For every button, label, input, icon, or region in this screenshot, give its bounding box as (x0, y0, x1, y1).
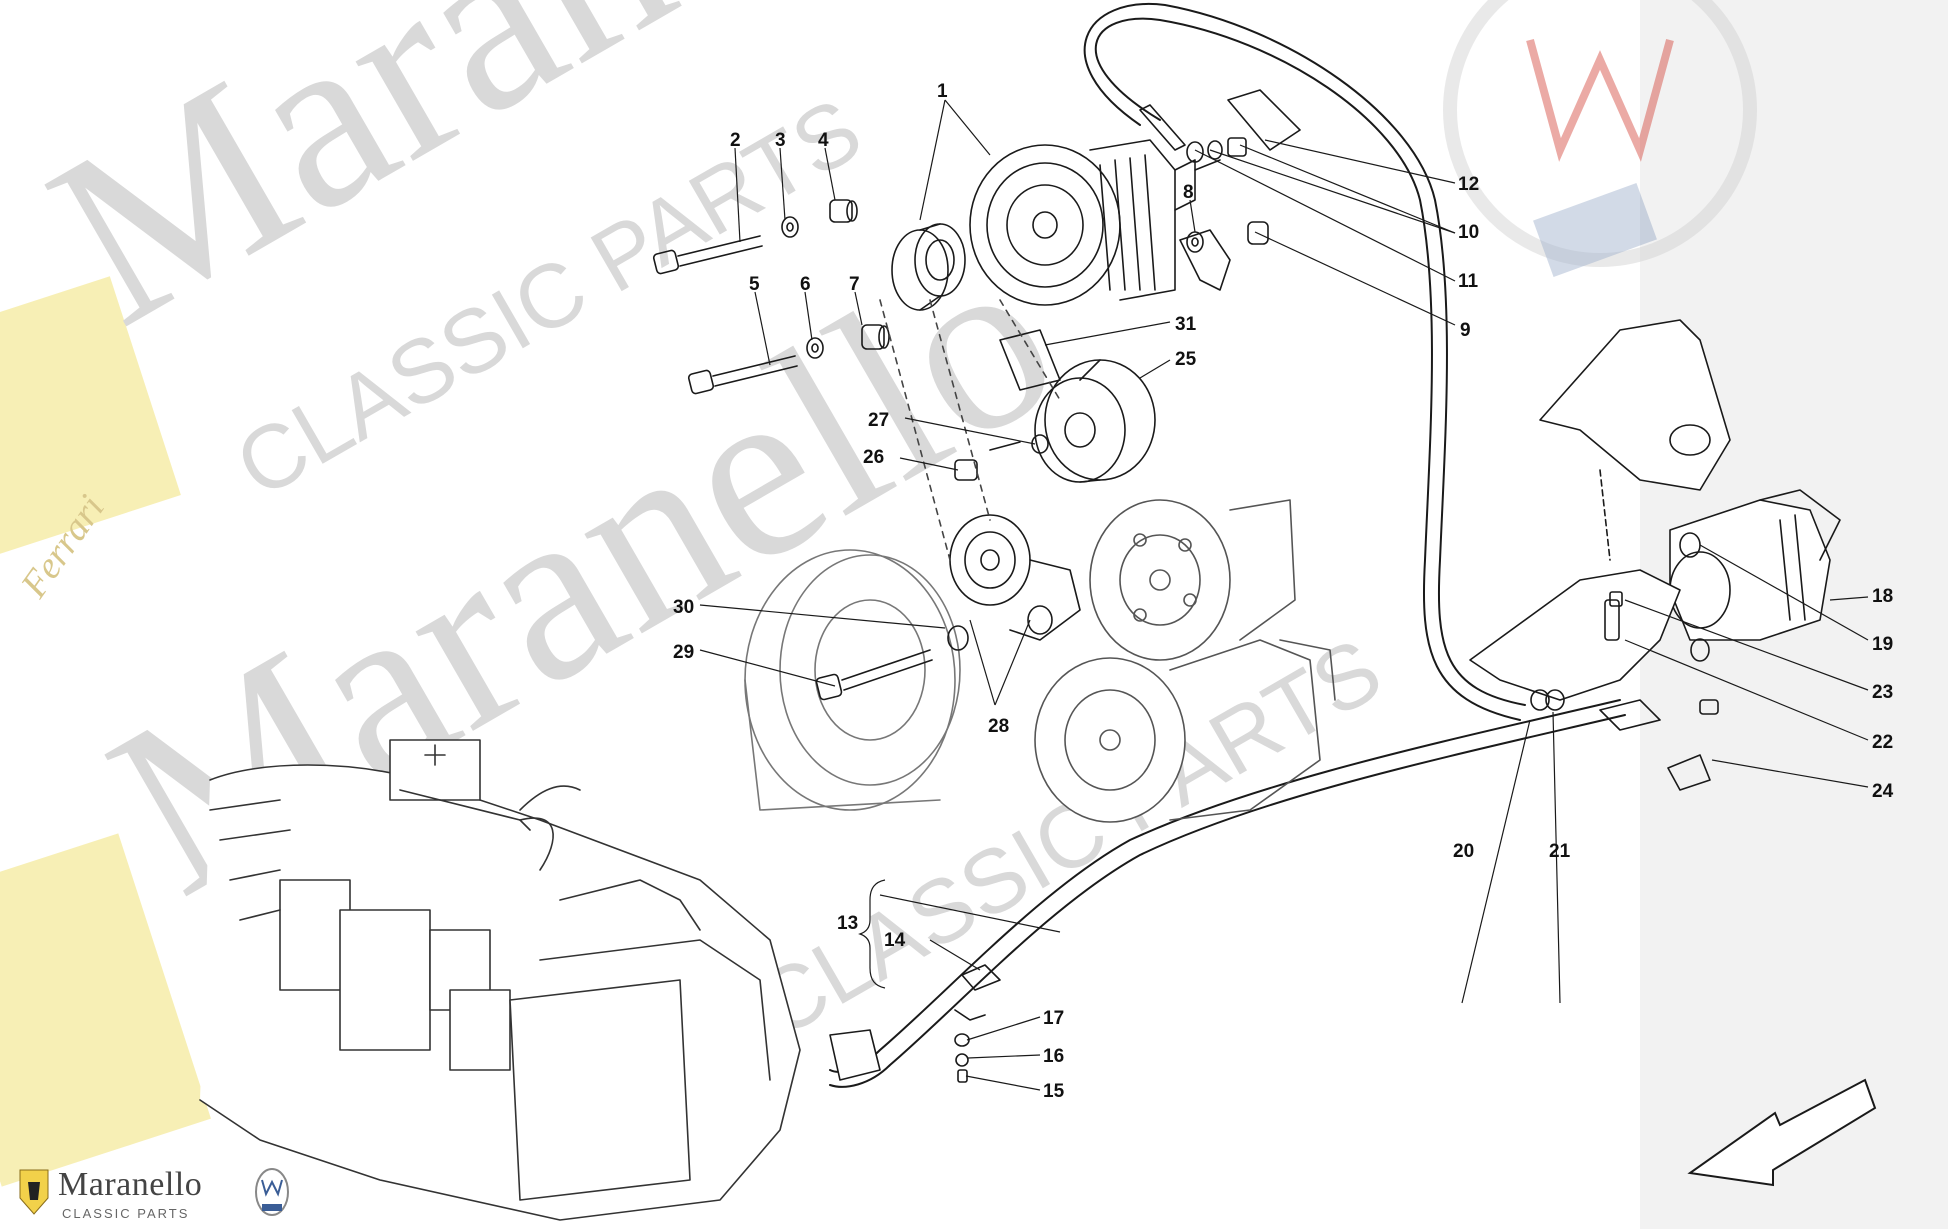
battery-cable-lower (829, 699, 1621, 1073)
callout-19: 19 (1872, 634, 1893, 655)
small-bolt (989, 441, 1021, 451)
callout-18: 18 (1872, 586, 1893, 607)
watermark-trident-logo (1443, 0, 1757, 278)
crankshaft-pulley (744, 549, 961, 811)
starter-motor (1669, 489, 1841, 641)
trident-badge-icon (255, 1168, 289, 1216)
callout-2: 2 (730, 130, 741, 151)
callout-3: 3 (775, 130, 786, 151)
callout-29: 29 (673, 642, 694, 663)
callout-5: 5 (749, 274, 760, 295)
brand-name: Maranello (58, 1166, 203, 1203)
bolt-upper (652, 235, 763, 275)
callout-8: 8 (1183, 182, 1194, 203)
tensioner-pulley (949, 514, 1081, 641)
callout-20: 20 (1453, 841, 1474, 862)
alternator (969, 139, 1221, 306)
cable-boot (1599, 699, 1661, 731)
callout-21: 21 (1549, 841, 1571, 862)
callout-14: 14 (884, 930, 906, 951)
callout-1: 1 (937, 81, 948, 102)
leader-lines (699, 99, 1869, 1091)
washers (781, 137, 1269, 359)
ac-compressor (1034, 639, 1336, 823)
callout-labels: 1 2 3 4 5 6 7 8 9 10 11 12 13 14 15 16 1… (673, 81, 1894, 1102)
junction-box-assembly (199, 739, 801, 1221)
callout-9: 9 (1460, 320, 1471, 341)
ferrari-shield-icon (19, 1169, 49, 1215)
pulley-bolt (815, 625, 969, 701)
callout-31: 31 (1175, 314, 1197, 335)
idler-pulley (1034, 359, 1156, 483)
engine-mount-bracket (1539, 319, 1731, 561)
cable-clip (954, 964, 1001, 1083)
callout-27: 27 (868, 410, 889, 431)
callout-15: 15 (1043, 1081, 1065, 1102)
alternator-pulley (891, 223, 966, 311)
callout-11: 11 (1458, 271, 1479, 292)
callout-22: 22 (1872, 732, 1893, 753)
callout-25: 25 (1175, 349, 1197, 370)
spacer-26 (954, 459, 978, 481)
callout-16: 16 (1043, 1046, 1064, 1067)
drive-belt (879, 299, 1061, 561)
cable-connector (829, 1029, 881, 1081)
callout-6: 6 (800, 274, 811, 295)
brand-subtitle: CLASSIC PARTS (62, 1206, 190, 1221)
callout-28: 28 (988, 716, 1009, 737)
terminal-cap (1667, 754, 1711, 791)
callout-30: 30 (673, 597, 694, 618)
callout-23: 23 (1872, 682, 1893, 703)
callout-13: 13 (837, 913, 858, 934)
callout-12: 12 (1458, 174, 1479, 195)
nut (1699, 699, 1719, 715)
starter-bracket (1469, 569, 1710, 711)
alternator-bracket (1179, 229, 1231, 291)
callout-24: 24 (1872, 781, 1894, 802)
battery-cable-upper (1094, 17, 1521, 721)
callout-10: 10 (1458, 222, 1479, 243)
cable-terminal (1139, 104, 1186, 151)
spacer (999, 329, 1061, 391)
direction-arrow (1687, 1078, 1877, 1187)
drawing (199, 2, 1841, 1221)
callout-7: 7 (849, 274, 860, 295)
bolt-lower (687, 355, 798, 395)
callout-17: 17 (1043, 1008, 1064, 1029)
watermark-ferrari-logo-2 (0, 833, 211, 1187)
power-steering-pump (1089, 499, 1296, 661)
callout-4: 4 (818, 130, 829, 151)
terminal-cover (1227, 89, 1301, 151)
callout-26: 26 (863, 447, 884, 468)
